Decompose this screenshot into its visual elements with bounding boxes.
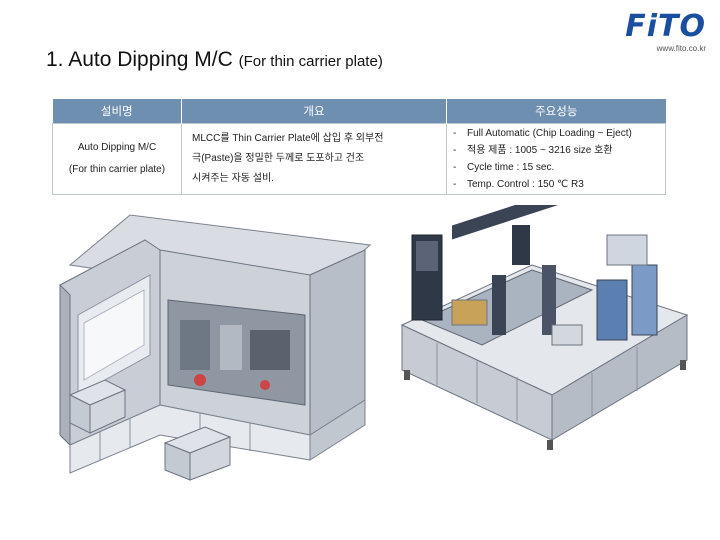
logo-url: www.fito.co.kr [656,44,706,53]
page-title: 1. Auto Dipping M/C (For thin carrier pl… [46,48,383,72]
header-summary: 개요 [181,99,447,124]
summary-line1: MLCC를 Thin Carrier Plate에 삽입 후 외부전 [192,133,384,144]
header-performance: 주요성능 [446,99,666,124]
summary-line3: 시켜주는 자동 설비. [192,173,274,184]
cell-performance: Full Automatic (Chip Loading ~ Eject) 적용… [446,123,666,195]
cell-equipment-name: Auto Dipping M/C (For thin carrier plate… [52,123,182,195]
machine-image-left [59,214,372,481]
cell-summary: MLCC를 Thin Carrier Plate에 삽입 후 외부전 극(Pas… [181,123,447,195]
performance-item: Temp. Control : 150 ℃ R3 [453,176,659,193]
equipment-name-line1: Auto Dipping M/C [77,142,157,153]
performance-item: 적용 제품 : 1005 ~ 3216 size 호환 [453,142,659,159]
table-header-row: 설비명 개요 주요성능 [52,99,666,124]
header-equipment-name: 설비명 [52,99,182,124]
performance-item: Cycle time : 15 sec. [453,159,659,176]
company-logo: FiTO www.fito.co.kr [606,9,706,54]
summary-line2: 극(Paste)을 정밀한 두께로 도포하고 건조 [192,153,365,164]
title-main: 1. Auto Dipping M/C [46,48,233,71]
performance-list: Full Automatic (Chip Loading ~ Eject) 적용… [453,125,659,193]
machine-image-right [400,205,689,450]
performance-item: Full Automatic (Chip Loading ~ Eject) [453,125,659,142]
spec-table: 설비명 개요 주요성능 Auto Dipping M/C (For thin c… [52,99,666,195]
logo-wordmark: FiTO [625,9,706,44]
table-row: Auto Dipping M/C (For thin carrier plate… [52,123,666,195]
title-sub: (For thin carrier plate) [238,53,383,70]
equipment-name-line2: (For thin carrier plate) [68,164,166,175]
